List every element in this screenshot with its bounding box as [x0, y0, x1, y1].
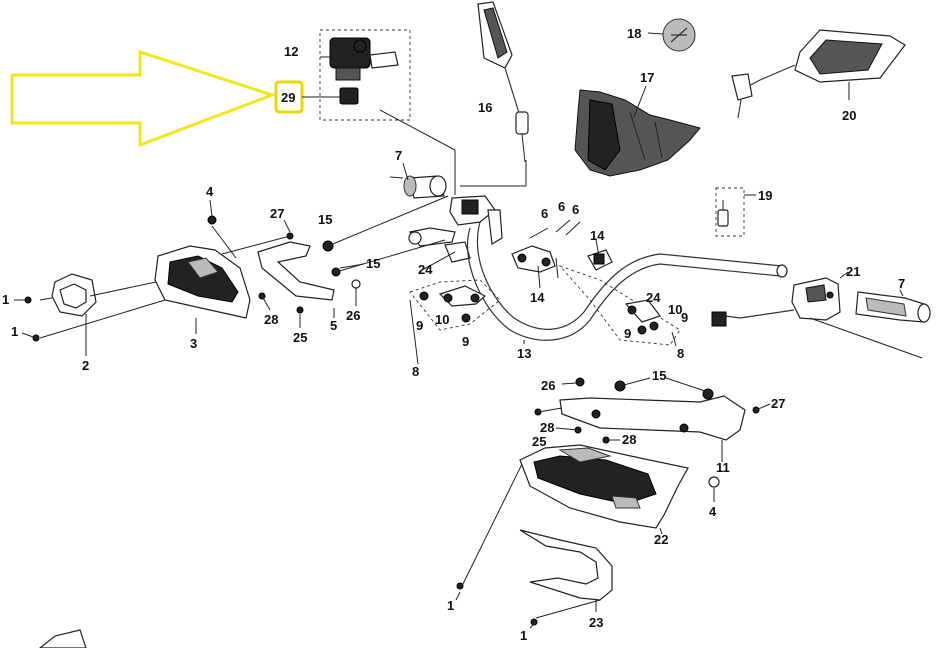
callout-10-right: 10 [668, 302, 682, 317]
right-grip-part-7 [855, 291, 931, 323]
right-guard-shell-part-23 [519, 529, 613, 601]
callout-24-right: 24 [646, 290, 661, 305]
callout-10-left: 10 [435, 312, 449, 327]
callout-27-right: 27 [771, 396, 785, 411]
callout-28-right-a: 28 [540, 420, 554, 435]
callout-12: 12 [284, 44, 298, 59]
callout-9-left-a: 9 [416, 318, 423, 333]
callout-24-left: 24 [418, 262, 433, 277]
handlebar-part-13 [466, 221, 788, 341]
callout-15-right: 15 [652, 368, 666, 383]
sensor-dashed-box-19 [715, 187, 745, 237]
left-guard-shell-part-2 [51, 273, 97, 317]
callout-9-right-b: 9 [624, 326, 631, 341]
callout-9-left-b: 9 [462, 334, 469, 349]
callout-26-left: 26 [346, 308, 360, 323]
right-switch-part-21 [711, 277, 841, 327]
corner-fragment-part [39, 629, 87, 648]
master-cylinder-dashed-box [319, 29, 411, 121]
badge-part-18 [662, 18, 696, 52]
callout-7-left: 7 [395, 148, 402, 163]
callout-13: 13 [517, 346, 531, 361]
bracket-part-29 [339, 87, 359, 105]
left-handguard-part-3 [154, 245, 251, 319]
callout-9-right-a: 9 [681, 310, 688, 325]
highlight-arrow [10, 49, 277, 148]
callout-21: 21 [846, 264, 860, 279]
callout-8-left: 8 [412, 364, 419, 379]
callout-7-right: 7 [898, 276, 905, 291]
callout-1-b: 1 [11, 324, 18, 339]
top-cover-part-17 [574, 89, 701, 177]
lower-clamp-dashed-left [409, 279, 501, 331]
callout-15-left-b: 15 [366, 256, 380, 271]
callout-25-left: 25 [293, 330, 307, 345]
callout-3: 3 [190, 336, 197, 351]
brake-lever-assembly [408, 195, 503, 263]
left-mirror-part [477, 1, 529, 163]
callout-1-a: 1 [2, 292, 9, 307]
callout-15-left-a: 15 [318, 212, 332, 227]
callout-28-right-b: 28 [622, 432, 636, 447]
callout-11: 11 [716, 460, 730, 475]
lower-clamp-left-10 [419, 285, 487, 323]
callout-29: 29 [281, 90, 295, 105]
callout-26-right: 26 [541, 378, 555, 393]
callout-18: 18 [627, 26, 641, 41]
callout-19: 19 [758, 188, 772, 203]
callout-6-a: 6 [541, 206, 548, 221]
callout-14-right: 14 [590, 228, 605, 243]
callout-23: 23 [589, 615, 603, 630]
callout-22: 22 [654, 532, 668, 547]
right-handguard-part-22 [519, 444, 689, 529]
upper-clamp-left-14 [511, 245, 556, 273]
callout-27-left: 27 [270, 206, 284, 221]
callout-6-c: 6 [572, 202, 579, 217]
callout-25-right: 25 [532, 434, 546, 449]
lower-clamp-right-10 [624, 299, 661, 335]
left-guard-bracket-part-5 [257, 241, 335, 301]
callout-8-right: 8 [677, 346, 684, 361]
sensor-part-19 [717, 200, 729, 227]
callout-1-d: 1 [520, 628, 527, 643]
callout-14-left: 14 [530, 290, 545, 305]
callout-4-right: 4 [709, 504, 717, 519]
callout-16: 16 [478, 100, 492, 115]
right-mirror-part [731, 29, 906, 119]
right-guard-bracket-part-11 [559, 395, 746, 441]
callout-20: 20 [842, 108, 856, 123]
left-guard-fasteners [24, 215, 361, 342]
callout-17: 17 [640, 70, 654, 85]
upper-clamp-right-14 [587, 249, 613, 271]
master-cylinder-part [329, 37, 399, 81]
callout-4-left: 4 [206, 184, 214, 199]
callout-1-c: 1 [447, 598, 454, 613]
lower-clamp-dashed-right [558, 265, 681, 346]
callout-28-left: 28 [264, 312, 278, 327]
callout-2: 2 [82, 358, 89, 373]
left-grip-part-7 [403, 175, 447, 199]
callout-6-b: 6 [558, 199, 565, 214]
right-guard-fasteners [456, 377, 760, 626]
callout-5: 5 [330, 318, 337, 333]
